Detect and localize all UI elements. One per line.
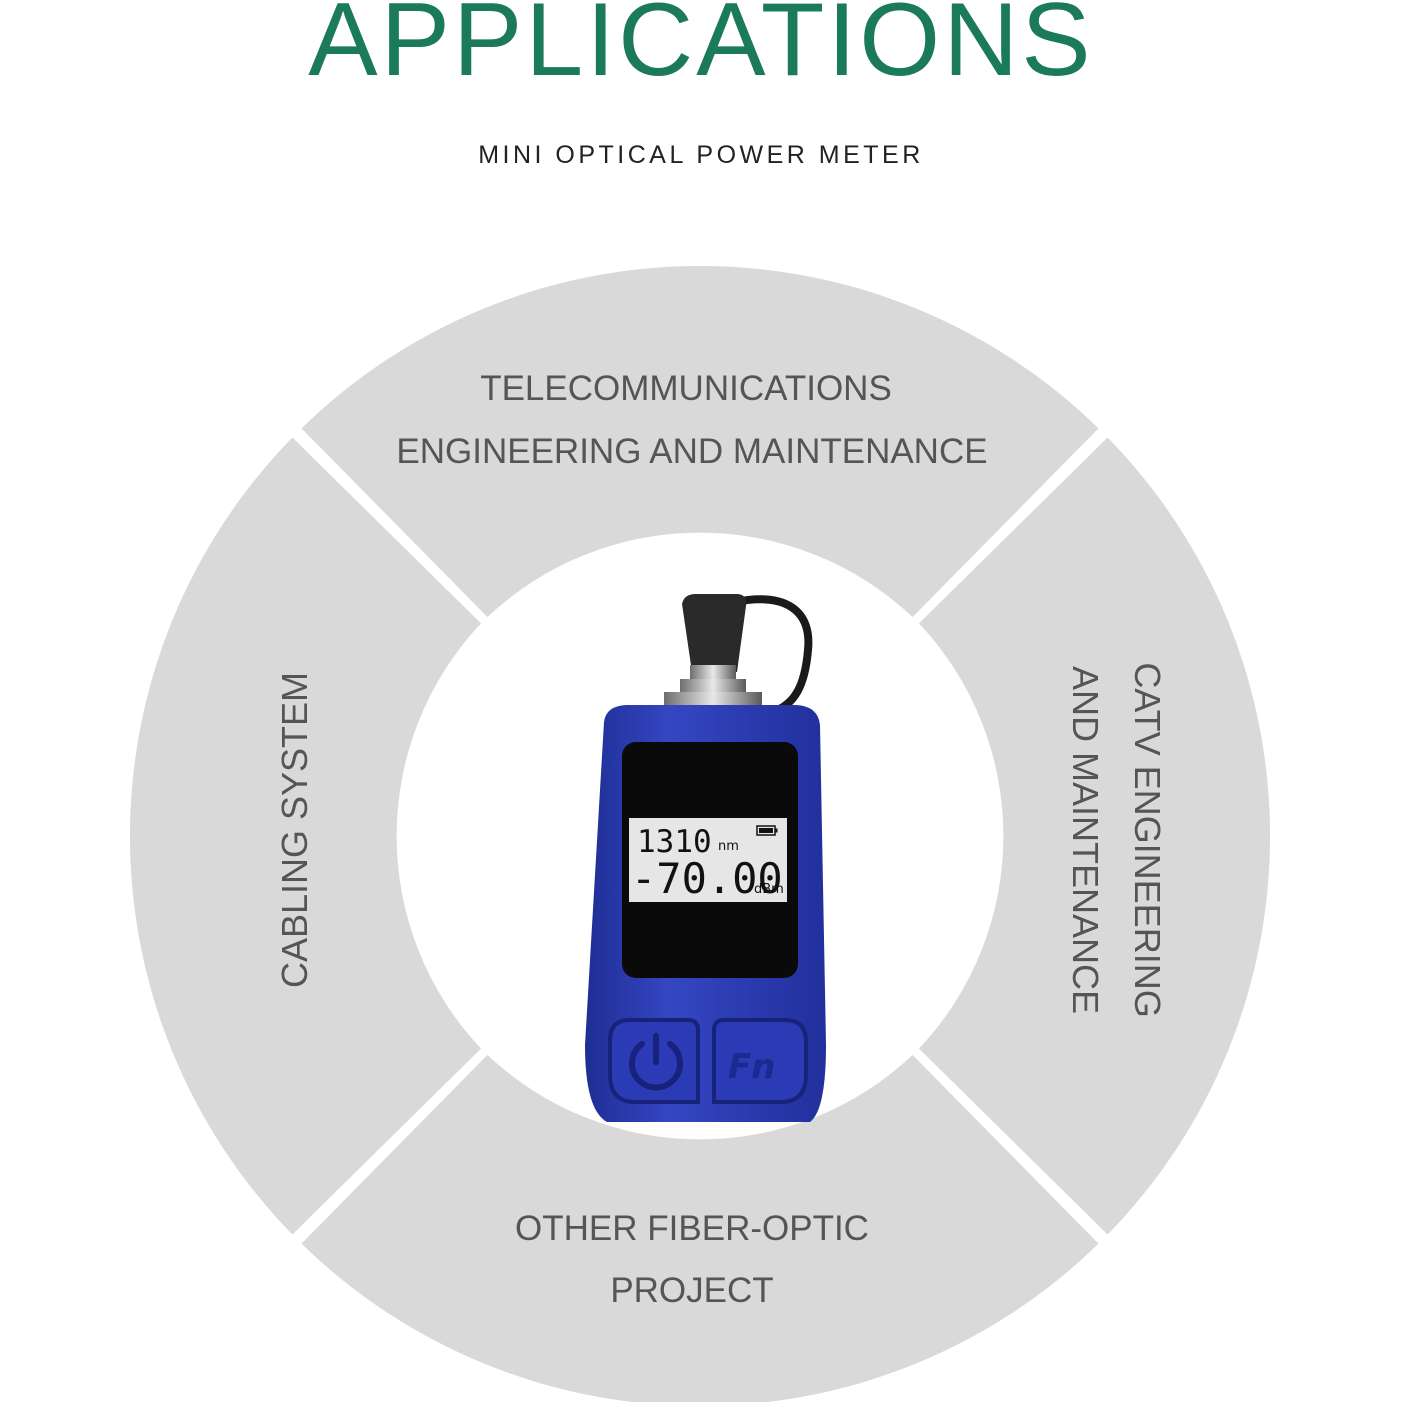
lcd-wavelength: 1310	[637, 824, 712, 860]
segment-right	[919, 437, 1271, 1235]
segment-right-line1: CATV ENGINEERING	[1127, 662, 1168, 1017]
lcd-power-reading: -70.00	[631, 854, 783, 903]
fn-button[interactable]: Fn	[712, 1018, 808, 1104]
segment-top	[301, 265, 1099, 617]
segment-top-line1: TELECOMMUNICATIONS	[480, 369, 892, 408]
page-subtitle: MINI OPTICAL POWER METER	[478, 141, 924, 169]
segment-bottom-line2: PROJECT	[610, 1271, 773, 1310]
power-icon	[629, 1033, 683, 1091]
segment-left-line1: CABLING SYSTEM	[274, 672, 315, 988]
segment-top-line2: ENGINEERING AND MAINTENANCE	[396, 432, 987, 471]
optical-power-meter: 1310 nm -70.00 dBm Fn	[585, 594, 826, 1122]
dust-cap-icon	[682, 594, 747, 672]
page-title: APPLICATIONS	[308, 0, 1094, 98]
segment-bottom-line1: OTHER FIBER-OPTIC	[515, 1209, 869, 1248]
fn-button-label: Fn	[728, 1047, 775, 1087]
battery-icon	[756, 825, 778, 836]
lcd-wavelength-unit: nm	[718, 839, 739, 854]
segment-bottom	[301, 1055, 1099, 1402]
segment-left	[129, 437, 481, 1235]
segment-right-line2: AND MAINTENANCE	[1065, 666, 1106, 1014]
lcd-power-unit: dBm	[754, 882, 784, 897]
power-button[interactable]	[608, 1018, 700, 1104]
